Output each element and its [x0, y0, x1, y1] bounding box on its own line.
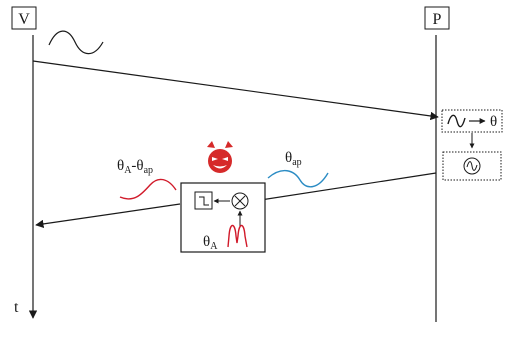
theta-ap-label: θap [285, 150, 302, 168]
attack-pulse-waveform [227, 224, 248, 248]
theta-a-label: θA [203, 234, 218, 252]
attacker-block: θA [180, 182, 266, 253]
challenge-waveform [48, 30, 104, 55]
phase-extraction-block: θ [441, 109, 503, 133]
theta-diff-label: θA-θap [117, 158, 153, 176]
time-axis-label: t [14, 299, 19, 316]
prover-label: P [433, 11, 442, 28]
output-phase-waveform [119, 178, 177, 200]
verifier-label: V [18, 11, 30, 28]
attacker-box [180, 182, 266, 253]
response-arrow-out [35, 203, 181, 229]
wave-glyph-icon [447, 114, 466, 128]
prover-box [424, 6, 450, 30]
challenge-arrow [32, 60, 439, 121]
verifier-box [11, 6, 37, 30]
devil-face-icon [207, 141, 233, 173]
oscillator-wave-icon [466, 161, 478, 171]
response-arrow-in [253, 172, 437, 202]
step-glyph [199, 196, 209, 206]
oscillator-block [442, 151, 502, 181]
phase-theta-label: θ [490, 114, 497, 130]
response-phase-waveform [267, 170, 329, 188]
